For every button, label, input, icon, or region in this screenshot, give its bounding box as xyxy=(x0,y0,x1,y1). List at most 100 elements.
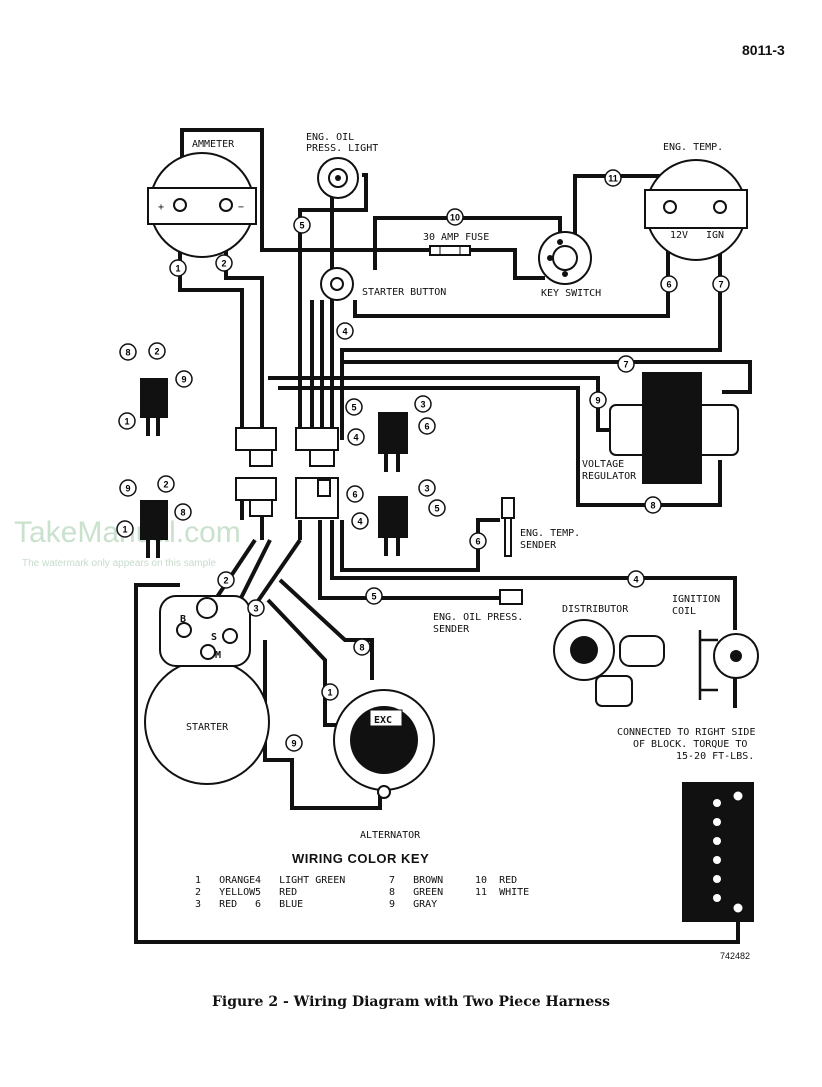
wire-callout-number: 5 xyxy=(299,221,304,231)
wire-callout-number: 2 xyxy=(223,576,228,586)
ignition-coil: IGNITION COIL xyxy=(672,594,759,700)
wire-callout-circle xyxy=(469,532,487,550)
plug-left-bottom xyxy=(140,500,168,558)
wire-callout-circle xyxy=(217,571,235,589)
wire-callout-number: 5 xyxy=(351,403,356,413)
wire-callout-number: 9 xyxy=(181,375,186,385)
wire-callout-circle xyxy=(119,343,137,361)
wire-callout-number: 6 xyxy=(666,280,671,290)
plug-left-top xyxy=(140,378,168,436)
wire-callout-circle xyxy=(351,512,369,530)
eng-temp-gauge: ENG. TEMP. 12V IGN xyxy=(644,142,748,261)
oil-sender-label-1: ENG. OIL PRESS. xyxy=(433,612,523,623)
color-key-row: 7 BROWN xyxy=(389,875,444,886)
ammeter-plus: + xyxy=(158,202,164,213)
block-note-3: 15-20 FT-LBS. xyxy=(676,751,754,762)
wire-callout-number: 10 xyxy=(450,213,460,223)
temp-sender-label-2: SENDER xyxy=(520,540,557,551)
reference-code: 742482 xyxy=(720,951,751,961)
starter-b: B xyxy=(180,614,186,625)
block-note-1: CONNECTED TO RIGHT SIDE xyxy=(617,727,755,738)
regulator-label-1: VOLTAGE xyxy=(582,459,624,470)
wire-callout-circle xyxy=(347,428,365,446)
alternator: EXC ALTERNATOR xyxy=(333,689,435,841)
wire-callout-number: 1 xyxy=(327,688,332,698)
wire-callout-number: 9 xyxy=(595,396,600,406)
eng-temp-label: ENG. TEMP. xyxy=(663,142,723,153)
wire-callout-circle xyxy=(414,395,432,413)
wire-callout-circle xyxy=(660,275,678,293)
color-key-row: 10 RED xyxy=(475,875,518,886)
color-key-row: 4 LIGHT GREEN xyxy=(255,875,346,886)
key-switch-label: KEY SWITCH xyxy=(541,288,601,299)
starter-m: M xyxy=(215,650,221,661)
figure-caption: Figure 2 - Wiring Diagram with Two Piece… xyxy=(211,994,611,1010)
block-note-2: OF BLOCK. TORQUE TO xyxy=(633,739,747,750)
wire-callout-circle xyxy=(604,169,622,187)
wire-callout-circle xyxy=(446,208,464,226)
coil-label-1: IGNITION xyxy=(672,594,720,605)
eng-temp-term-left: 12V xyxy=(670,230,688,241)
wire-callout-number: 9 xyxy=(291,739,296,749)
watermark-note: The watermark only appears on this sampl… xyxy=(22,558,216,569)
wire-callout-circle xyxy=(428,499,446,517)
ammeter-gauge: AMMETER + − xyxy=(147,139,257,258)
oil-sender-label-2: SENDER xyxy=(433,624,470,635)
color-key-row: 5 RED xyxy=(255,887,298,898)
ammeter-label: AMMETER xyxy=(192,139,235,150)
wire-callout-number: 8 xyxy=(125,348,130,358)
wire-callout-number: 5 xyxy=(371,592,376,602)
wire-callout-circle xyxy=(346,485,364,503)
starter-button: STARTER BUTTON xyxy=(320,267,446,301)
wire-callout-number: 4 xyxy=(342,327,347,337)
oil-pressure-light: ENG. OIL PRESS. LIGHT xyxy=(306,132,378,199)
wire-callout-number: 5 xyxy=(434,504,439,514)
regulator-label-2: REGULATOR xyxy=(582,471,637,482)
alternator-label: ALTERNATOR xyxy=(360,830,421,841)
oil-light-label-2: PRESS. LIGHT xyxy=(306,143,378,154)
wire-callout-circle xyxy=(345,398,363,416)
wire-callout-circle xyxy=(589,391,607,409)
wire-callout-circle xyxy=(353,638,371,656)
plug-center-top xyxy=(378,412,408,472)
starter-label: STARTER xyxy=(186,722,229,733)
wire-callout-circle xyxy=(118,412,136,430)
fuse-label: 30 AMP FUSE xyxy=(423,232,489,243)
alternator-exc: EXC xyxy=(374,715,392,726)
wire-callout-circle xyxy=(365,587,383,605)
color-key-row: 8 GREEN xyxy=(389,887,444,898)
wire-callout-number: 1 xyxy=(122,525,127,535)
wire-callout-circle xyxy=(215,254,233,272)
wire-callout-circle xyxy=(418,417,436,435)
starter-motor: B S M STARTER xyxy=(144,595,270,785)
distributor-label: DISTRIBUTOR xyxy=(562,604,629,615)
wire-callout-circle xyxy=(627,570,645,588)
key-switch: KEY SWITCH xyxy=(538,231,601,299)
wire-callout-circle xyxy=(644,496,662,514)
wire-callout-number: 4 xyxy=(633,575,638,585)
color-key-row: 9 GRAY xyxy=(389,899,438,910)
color-key-column: 1 ORANGE 2 YELLOW 3 RED xyxy=(195,875,305,911)
color-key-row: 3 RED xyxy=(195,899,238,910)
page-number: 8011-3 xyxy=(742,42,785,58)
oil-press-sender: ENG. OIL PRESS. SENDER xyxy=(433,589,523,635)
wire-callout-number: 6 xyxy=(424,422,429,432)
voltage-regulator: VOLTAGE REGULATOR xyxy=(582,372,739,484)
wire-callout-circle xyxy=(247,599,265,617)
wire-callout-number: 6 xyxy=(475,537,480,547)
wire-callout-number: 1 xyxy=(175,264,180,274)
color-key-row: 2 YELLOW xyxy=(195,887,256,898)
wire-callout-number: 2 xyxy=(163,480,168,490)
coil-label-2: COIL xyxy=(672,606,696,617)
wire-callout-circle xyxy=(336,322,354,340)
wire-callout-number: 3 xyxy=(420,400,425,410)
wire-callout-number: 3 xyxy=(253,604,258,614)
wire-callout-number: 11 xyxy=(608,174,618,184)
wire-callout-number: 3 xyxy=(424,484,429,494)
wire-callout-number: 9 xyxy=(125,484,130,494)
wire-callout-circle xyxy=(148,342,166,360)
engine-block-terminal: CONNECTED TO RIGHT SIDE OF BLOCK. TORQUE… xyxy=(617,727,755,922)
harness-connectors xyxy=(235,427,339,519)
wire-callout-number: 4 xyxy=(353,433,358,443)
